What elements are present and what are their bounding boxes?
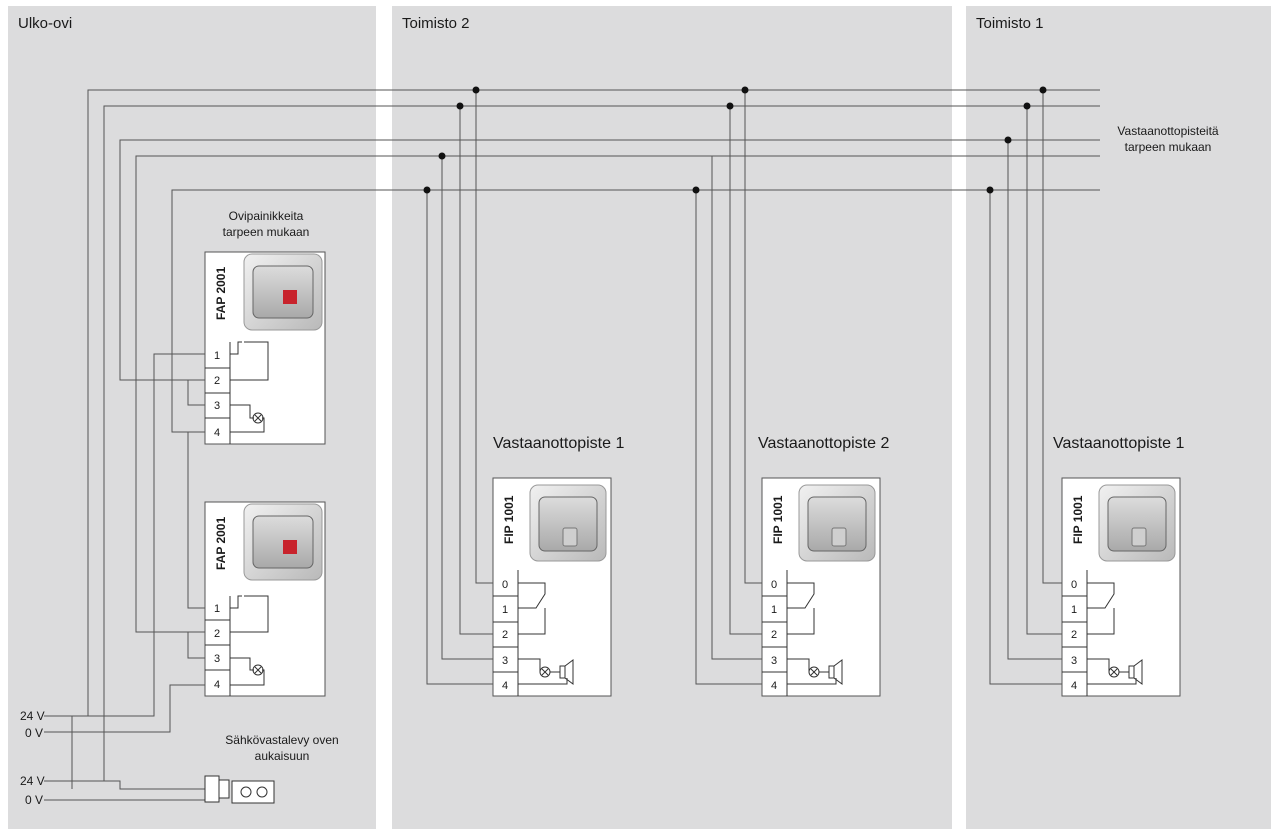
power-label-24v-top: 24 V <box>20 709 45 723</box>
power-label-0v-bottom: 0 V <box>25 793 43 807</box>
door-button-unit-1: FAP 2001 1 2 3 4 <box>204 251 326 445</box>
device-units: FAP 2001 1 2 3 4 <box>204 251 1184 697</box>
note-door-strike-line1: Sähkövastalevy oven <box>225 733 338 747</box>
door-unit-1-terminal-4: 4 <box>214 427 220 439</box>
buzzer-icon <box>819 659 843 685</box>
receiver-unit-2: Vastaanottopiste 2 FIP 1001 0 1 2 3 4 <box>758 435 889 697</box>
receiver-3-terminal-2: 2 <box>1071 629 1077 641</box>
jump-1 <box>187 379 205 406</box>
note-receivers-line1: Vastaanottopisteitä <box>1117 124 1219 138</box>
door-unit-1-terminal-1: 1 <box>214 350 220 362</box>
drop-wires <box>426 90 1062 685</box>
note-receivers-line2: tarpeen mukaan <box>1125 140 1212 154</box>
door-unit-1-terminal-3: 3 <box>214 400 220 412</box>
door-unit-model-2: FAP 2001 <box>214 517 228 570</box>
door-unit-2-terminal-1: 1 <box>214 603 220 615</box>
jump-2 <box>187 431 205 609</box>
receiver-model-2: FIP 1001 <box>771 495 785 544</box>
bus-wire-1 <box>103 105 1100 781</box>
receiver-model-3: FIP 1001 <box>1071 495 1085 544</box>
receiver-2-terminal-0: 0 <box>771 579 777 591</box>
receiver-unit-3: Vastaanottopiste 1 FIP 1001 0 1 2 3 4 <box>1053 435 1184 697</box>
buzzer-icon <box>550 659 574 685</box>
receiver-2-terminal-4: 4 <box>771 680 777 692</box>
bus-wire-2 <box>119 139 1100 381</box>
receiver-switch-icon <box>1098 484 1176 562</box>
feed-24v-bottom <box>44 780 205 790</box>
jump-3 <box>187 631 205 659</box>
note-door-buttons-line2: tarpeen mukaan <box>223 225 310 239</box>
power-feed <box>44 353 205 801</box>
receiver-1-terminal-4: 4 <box>502 680 508 692</box>
receiver-title-1: Vastaanottopiste 1 <box>493 435 624 452</box>
feed-24v-top <box>44 353 205 717</box>
door-button-icon <box>243 503 323 581</box>
receiver-switch-icon <box>529 484 607 562</box>
receiver-1-terminal-0: 0 <box>502 579 508 591</box>
receiver-unit-1: Vastaanottopiste 1 FIP 1001 0 1 2 3 4 <box>492 435 624 697</box>
receiver-3-terminal-0: 0 <box>1071 579 1077 591</box>
zone-title-toimisto-1: Toimisto 1 <box>976 15 1044 32</box>
receiver-3-terminal-4: 4 <box>1071 680 1077 692</box>
feed-0v-top <box>44 684 205 733</box>
receiver-3-terminal-1: 1 <box>1071 604 1077 616</box>
receiver-1-terminal-1: 1 <box>502 604 508 616</box>
receiver-2-terminal-3: 3 <box>771 655 777 667</box>
receiver-2-terminal-1: 1 <box>771 604 777 616</box>
receiver-model-1: FIP 1001 <box>502 495 516 544</box>
note-door-buttons-line1: Ovipainikkeita <box>229 209 304 223</box>
power-label-0v-top: 0 V <box>25 726 43 740</box>
bus-wire-3 <box>135 155 1100 633</box>
receiver-1-terminal-2: 2 <box>502 629 508 641</box>
zone-title-toimisto-2: Toimisto 2 <box>402 15 470 32</box>
door-unit-1-terminal-2: 2 <box>214 375 220 387</box>
door-unit-model-1: FAP 2001 <box>214 267 228 320</box>
receiver-1-terminal-3: 3 <box>502 655 508 667</box>
buzzer-icon <box>1119 659 1143 685</box>
junction-dots <box>423 86 1047 194</box>
power-label-24v-bottom: 24 V <box>20 774 45 788</box>
door-unit-2-terminal-3: 3 <box>214 653 220 665</box>
receiver-title-2: Vastaanottopiste 2 <box>758 435 889 452</box>
door-button-icon <box>243 253 323 331</box>
zone-title-ulko-ovi: Ulko-ovi <box>18 15 72 32</box>
door-unit-2-terminal-4: 4 <box>214 679 220 691</box>
receiver-2-terminal-2: 2 <box>771 629 777 641</box>
door-button-unit-2: FAP 2001 1 2 3 4 <box>204 501 326 697</box>
door-unit-2-terminal-2: 2 <box>214 628 220 640</box>
receiver-switch-icon <box>798 484 876 562</box>
receiver-3-terminal-3: 3 <box>1071 655 1077 667</box>
note-door-strike-line2: aukaisuun <box>255 749 310 763</box>
receiver-title-3: Vastaanottopiste 1 <box>1053 435 1184 452</box>
door-strike-icon <box>204 775 275 804</box>
